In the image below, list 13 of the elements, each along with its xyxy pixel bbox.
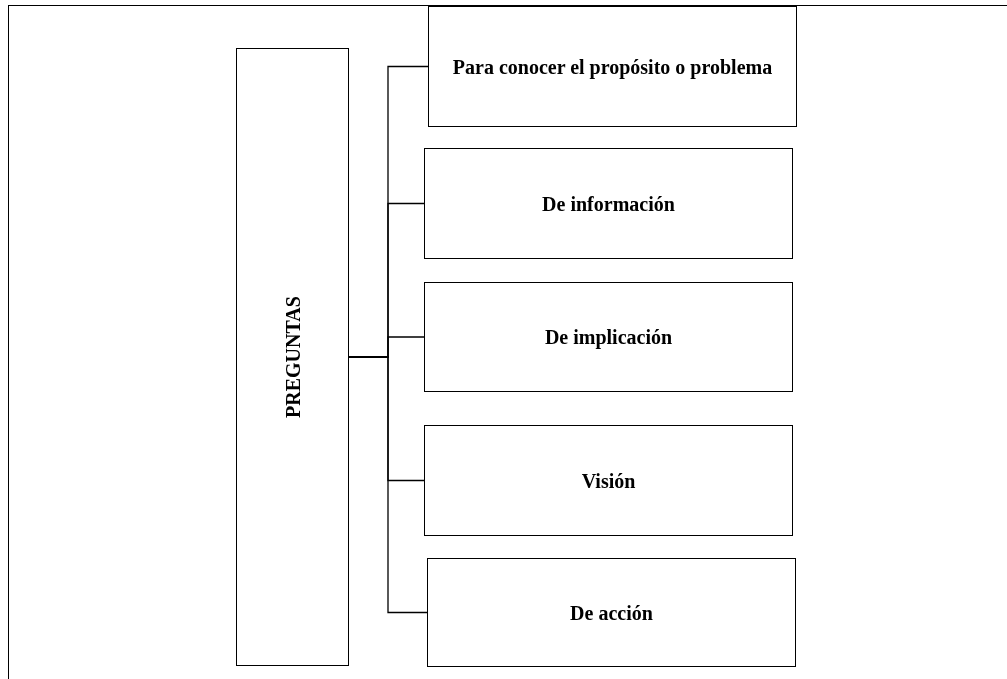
connector-line bbox=[348, 356, 428, 614]
box-text: PREGUNTAS bbox=[280, 296, 305, 418]
text-box bbox=[424, 425, 793, 536]
text-box bbox=[427, 558, 796, 667]
text-box bbox=[236, 48, 349, 666]
box-text: Para conocer el propósito o problema bbox=[451, 54, 774, 81]
text-box bbox=[424, 282, 793, 392]
text-box bbox=[428, 6, 797, 127]
box-text: De implicación bbox=[543, 325, 674, 351]
box-text: Visión bbox=[580, 468, 637, 494]
text-box bbox=[424, 148, 793, 259]
box-text: De información bbox=[541, 191, 676, 217]
box-text: De acción bbox=[569, 600, 654, 626]
